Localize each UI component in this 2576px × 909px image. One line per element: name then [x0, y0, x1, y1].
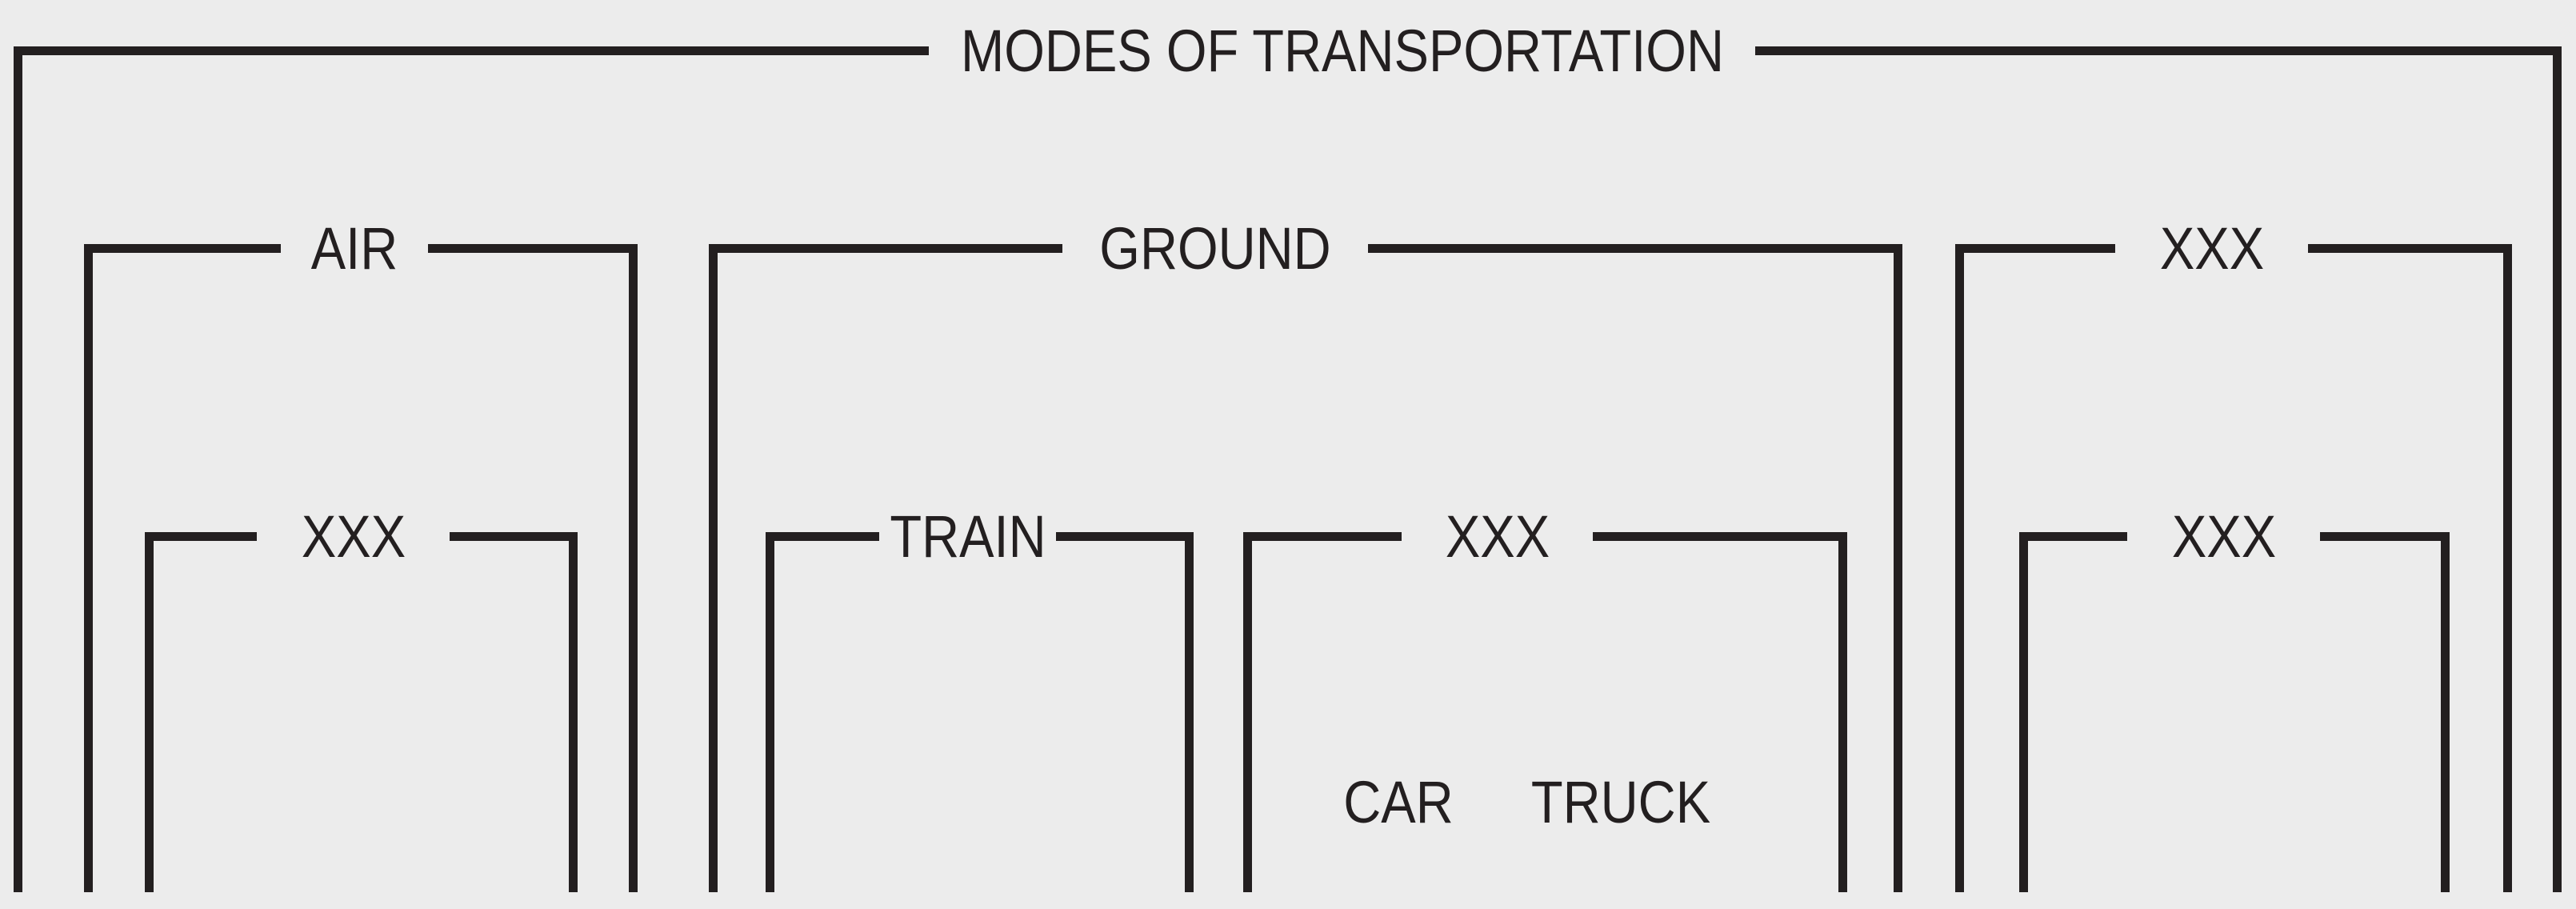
- border-left-edge-xxx-in-ground: [1243, 532, 1252, 892]
- node-label-xxx-in-xxx: XXX: [2162, 507, 2286, 567]
- node-label-air: AIR: [301, 218, 408, 278]
- border-right-edge-modes-of-transportation: [2553, 46, 2562, 892]
- border-top-right-segment-modes-of-transportation: [1755, 46, 2562, 55]
- border-right-edge-air: [629, 244, 638, 892]
- border-left-edge-xxx-in-air: [145, 532, 154, 892]
- border-top-left-segment-train: [766, 532, 879, 541]
- border-left-edge-air: [84, 244, 93, 892]
- border-right-edge-xxx-top-right: [2503, 244, 2512, 892]
- border-right-edge-train: [1185, 532, 1194, 892]
- border-top-right-segment-xxx-in-xxx: [2320, 532, 2450, 541]
- border-top-right-segment-xxx-top-right: [2308, 244, 2512, 253]
- border-left-edge-ground: [709, 244, 718, 892]
- border-top-left-segment-xxx-in-ground: [1243, 532, 1402, 541]
- border-top-left-segment-modes-of-transportation: [14, 46, 929, 55]
- border-top-left-segment-xxx-top-right: [1955, 244, 2115, 253]
- node-label-train: TRAIN: [879, 507, 1056, 567]
- border-top-left-segment-ground: [709, 244, 1062, 253]
- node-label-ground: GROUND: [1089, 218, 1342, 278]
- border-left-edge-modes-of-transportation: [14, 46, 22, 892]
- border-top-right-segment-xxx-in-air: [450, 532, 578, 541]
- node-label-modes-of-transportation: MODES OF TRANSPORTATION: [950, 21, 1734, 81]
- border-right-edge-xxx-in-ground: [1838, 532, 1847, 892]
- border-top-right-segment-train: [1056, 532, 1194, 541]
- border-left-edge-xxx-in-xxx: [2019, 532, 2028, 892]
- border-left-edge-train: [766, 532, 774, 892]
- node-label-xxx-in-air: XXX: [291, 507, 415, 567]
- border-top-left-segment-air: [84, 244, 281, 253]
- border-right-edge-xxx-in-xxx: [2441, 532, 2450, 892]
- border-top-right-segment-air: [428, 244, 638, 253]
- border-top-left-segment-xxx-in-air: [145, 532, 257, 541]
- border-top-right-segment-ground: [1368, 244, 1902, 253]
- node-label-xxx-top-right: XXX: [2150, 218, 2274, 278]
- floating-label-car: CAR: [1333, 773, 1464, 832]
- node-label-xxx-in-ground: XXX: [1435, 507, 1559, 567]
- border-right-edge-xxx-in-air: [569, 532, 578, 892]
- border-top-right-segment-xxx-in-ground: [1593, 532, 1847, 541]
- border-top-left-segment-xxx-in-xxx: [2019, 532, 2127, 541]
- border-left-edge-xxx-top-right: [1955, 244, 1964, 892]
- border-right-edge-ground: [1894, 244, 1902, 892]
- floating-label-truck: TRUCK: [1521, 773, 1721, 832]
